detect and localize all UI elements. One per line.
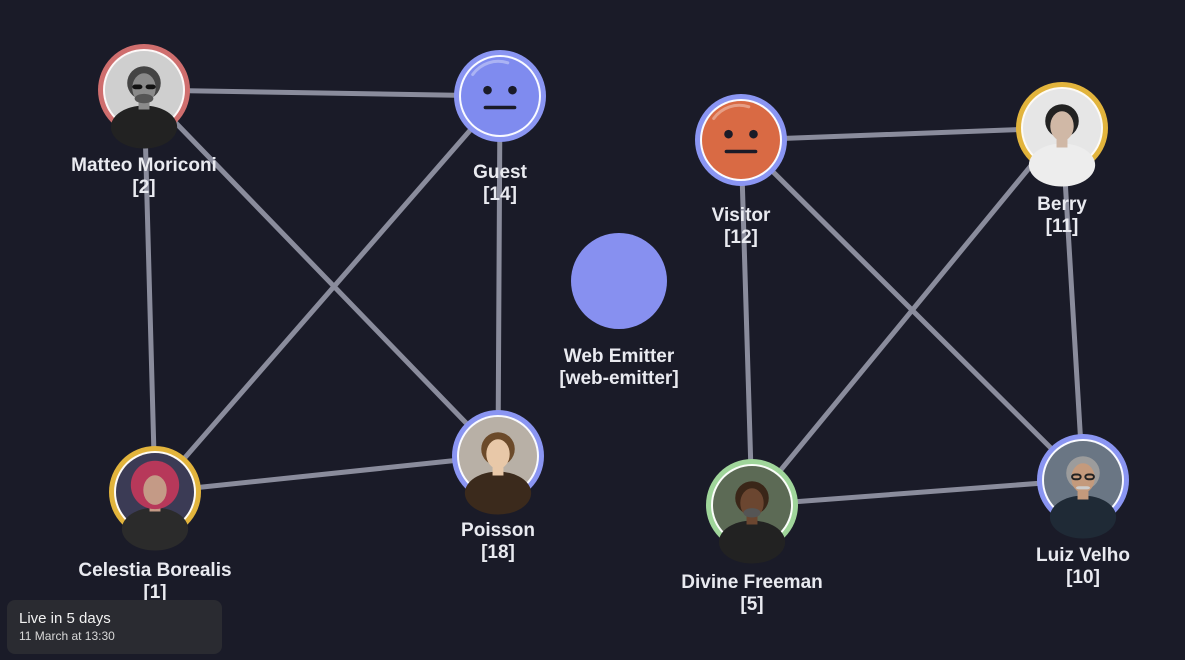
edge-celestia-poisson [152, 453, 501, 495]
node-tag: [12] [724, 227, 758, 248]
node-label-luiz: Luiz Velho [10] [1036, 545, 1130, 589]
node-name: Celestia Borealis [78, 560, 232, 581]
edge-matteo-guest [141, 87, 503, 99]
node-tag: [1] [143, 582, 167, 603]
node-divine[interactable] [706, 459, 798, 564]
node-name: Visitor [711, 205, 771, 226]
node-webemitter[interactable] [571, 233, 667, 329]
node-name: Luiz Velho [1036, 545, 1130, 566]
node-berry[interactable] [1016, 82, 1108, 187]
node-name: Poisson [461, 520, 535, 541]
node-label-visitor: Visitor [12] [712, 205, 771, 249]
man-curly-hair-avatar [1023, 89, 1101, 187]
node-tag: [10] [1066, 567, 1100, 588]
woman-red-hair-avatar [116, 453, 194, 551]
edge-visitor-divine [738, 137, 755, 508]
edge-divine-luiz [749, 477, 1086, 508]
emitter-circle [571, 233, 667, 329]
node-matteo[interactable] [98, 44, 190, 149]
node-name: Divine Freeman [681, 572, 823, 593]
neutral-face-avatar [702, 101, 780, 179]
node-guest[interactable] [454, 50, 546, 142]
edge-visitor-berry [738, 125, 1065, 143]
node-celestia[interactable] [109, 446, 201, 551]
node-label-divine: Divine Freeman [5] [681, 572, 823, 616]
nodes-layer [98, 44, 1129, 564]
edge-berry-luiz [1059, 125, 1086, 483]
node-name: Guest [473, 162, 527, 183]
node-label-matteo: Matteo Moriconi [2] [71, 155, 217, 199]
man-glasses-avatar [1044, 441, 1122, 539]
live-status-toast[interactable]: Live in 5 days 11 March at 13:30 [7, 600, 222, 654]
node-tag: [18] [481, 542, 515, 563]
edge-matteo-poisson [141, 87, 501, 459]
face-disc [461, 57, 539, 135]
node-name: Web Emitter [563, 346, 675, 367]
node-label-webemitter: Web Emitter [web-emitter] [559, 346, 678, 390]
neutral-face-avatar [461, 57, 539, 135]
node-tag: [5] [740, 594, 764, 615]
edges-layer [141, 87, 1086, 508]
node-poisson[interactable] [452, 410, 544, 515]
node-tag: [11] [1045, 216, 1079, 237]
live-status-date: 11 March at 13:30 [19, 629, 115, 643]
node-name: Berry [1037, 194, 1087, 215]
edge-guest-celestia [152, 93, 503, 495]
node-tag: [web-emitter] [559, 368, 679, 389]
node-name: Matteo Moriconi [71, 155, 217, 176]
live-status-title: Live in 5 days [19, 610, 111, 627]
face-disc [702, 101, 780, 179]
node-tag: [2] [132, 177, 156, 198]
node-label-berry: Berry [11] [1037, 194, 1087, 238]
edge-berry-divine [749, 125, 1065, 508]
node-luiz[interactable] [1037, 434, 1129, 539]
node-visitor[interactable] [695, 94, 787, 186]
man-sunglasses-avatar [105, 51, 183, 149]
man-curly-hair-avatar [713, 466, 791, 564]
node-label-poisson: Poisson [18] [461, 520, 535, 564]
edge-guest-poisson [495, 93, 503, 459]
portrait-painting-avatar [459, 417, 537, 515]
node-label-celestia: Celestia Borealis [1] [78, 560, 231, 604]
edge-matteo-celestia [141, 87, 158, 495]
node-label-guest: Guest [14] [473, 162, 527, 206]
node-tag: [14] [483, 184, 517, 205]
